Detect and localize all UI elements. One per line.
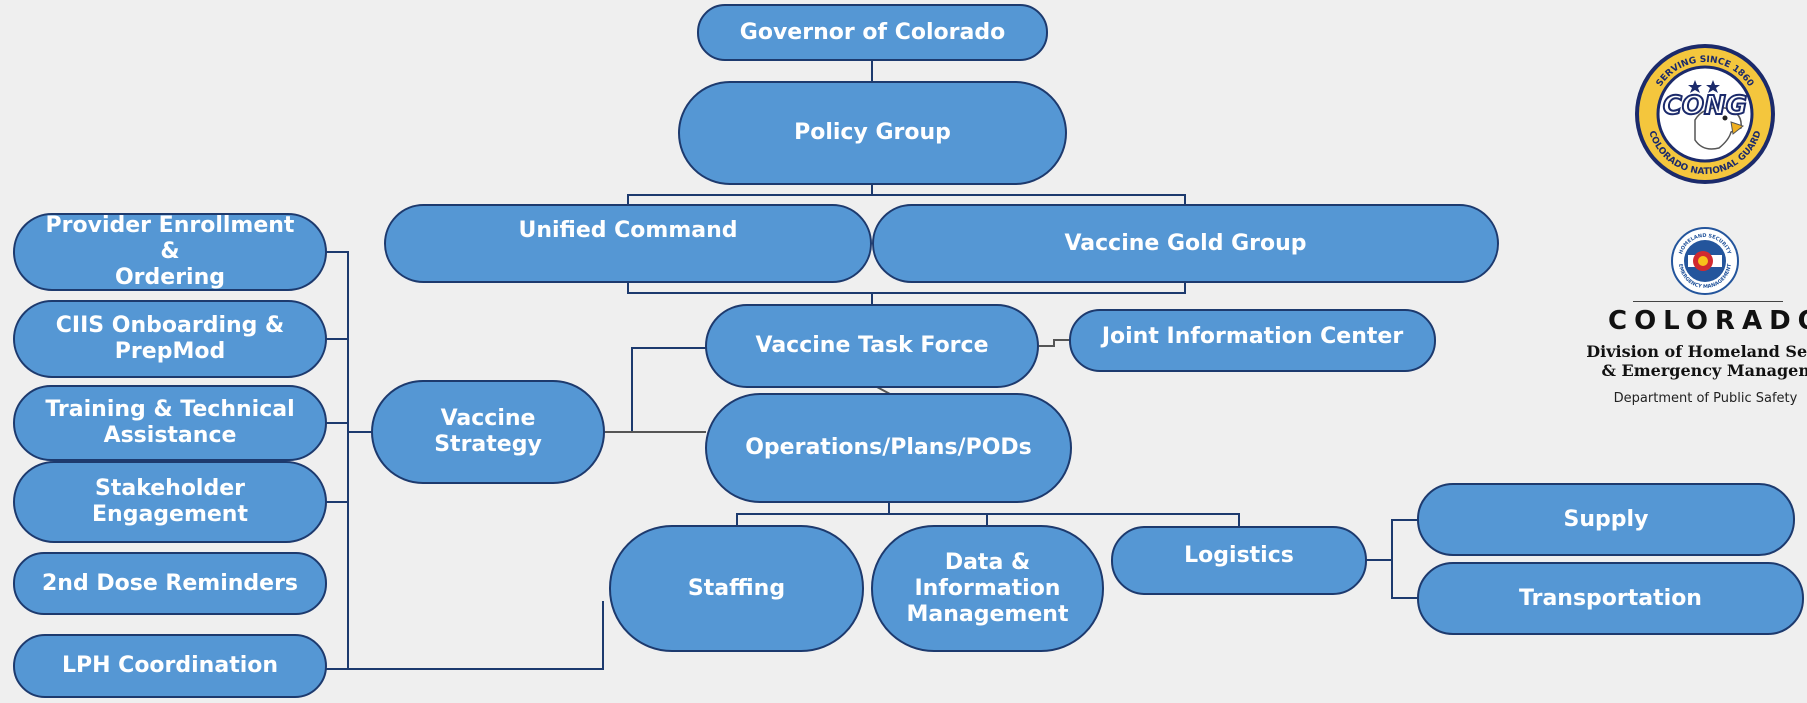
colorado-national-guard-seal-icon: SERVING SINCE 1860 COLORADO NATIONAL GUA…: [1635, 44, 1775, 184]
connector-logistics-branch: [1391, 519, 1418, 599]
node-unified-command: Unified Command: [384, 204, 872, 283]
node-2nd-dose-reminders: 2nd Dose Reminders: [13, 552, 327, 615]
node-joint-information-center: Joint Information Center: [1069, 309, 1436, 372]
node-stakeholder-engagement: Stakeholder Engagement: [13, 461, 327, 543]
homeland-security-emergency-management-seal-icon: HOMELAND SECURITY EMERGENCY MANAGEMENT: [1671, 227, 1739, 295]
department-name: Department of Public Safety: [1613, 391, 1798, 406]
node-governor-of-colorado: Governor of Colorado: [697, 4, 1048, 61]
connector-taskforce-jic: [1039, 339, 1070, 347]
node-transportation: Transportation: [1417, 562, 1804, 635]
node-training-technical-assistance: Training & Technical Assistance: [13, 385, 327, 461]
node-policy-group: Policy Group: [678, 81, 1067, 185]
logo-divider: [1633, 301, 1783, 302]
node-vaccine-gold-group: Vaccine Gold Group: [872, 204, 1499, 283]
node-staffing: Staffing: [609, 525, 864, 652]
connector-commands-bottom: [627, 282, 1186, 294]
node-data-information-management: Data & Information Management: [871, 525, 1104, 652]
division-name: Division of Homeland Security & Emergenc…: [1586, 342, 1807, 380]
connector-strategy-taskforce: [604, 347, 706, 433]
connector-ops-staffing: [736, 502, 890, 526]
colorado-wordmark: COLORADO: [1608, 306, 1807, 336]
node-lph-coordination: LPH Coordination: [13, 634, 327, 698]
connector-taskforce-operations: [876, 386, 891, 395]
node-vaccine-task-force: Vaccine Task Force: [705, 304, 1039, 388]
connector-branch-lph: [326, 601, 604, 670]
node-ciis-onboarding-prepmod: CIIS Onboarding & PrepMod: [13, 300, 327, 378]
node-supply: Supply: [1417, 483, 1795, 556]
connector-ops-logistics: [889, 513, 1240, 527]
node-logistics: Logistics: [1111, 526, 1367, 595]
node-provider-enrollment-ordering: Provider Enrollment & Ordering: [13, 213, 327, 291]
cong-center-text: CONG: [1663, 91, 1747, 121]
node-vaccine-strategy: Vaccine Strategy: [371, 380, 605, 484]
connector-policy-commands: [627, 194, 1186, 205]
node-operations-plans-pods: Operations/Plans/PODs: [705, 393, 1072, 503]
